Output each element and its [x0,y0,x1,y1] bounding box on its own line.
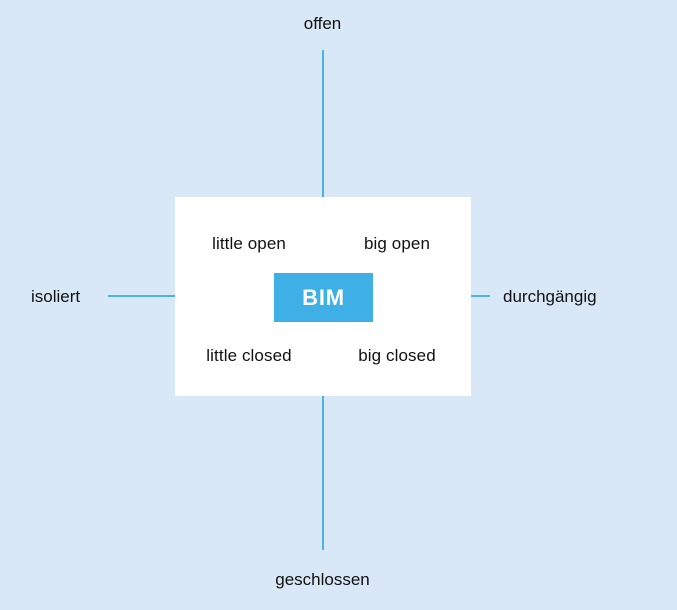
axis-label-left-isoliert: isoliert [31,287,81,306]
center-badge: BIM [274,273,373,322]
quadrant-label-big-closed: big closed [358,346,436,365]
quadrant-label-little-closed: little closed [206,346,292,365]
axis-label-top-offen: offen [303,14,342,33]
axis-label-bottom-geschlossen: geschlossen [275,570,370,589]
quadrant-label-little-open: little open [212,234,286,253]
axis-label-right-durchgaengig: durchgängig [503,287,597,306]
quadrant-label-big-open: big open [363,234,431,253]
center-badge-label: BIM [302,284,345,310]
